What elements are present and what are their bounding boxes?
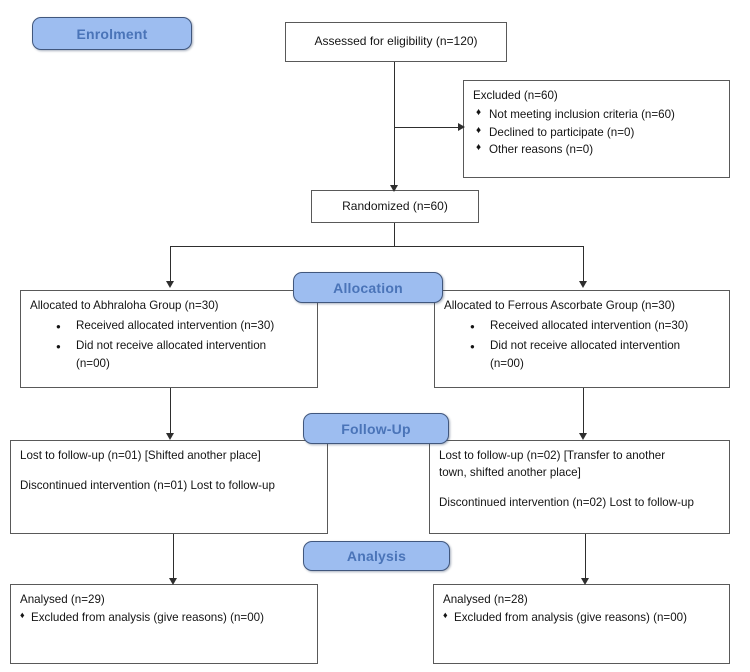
analysis-left-analysed: Analysed (n=29) — [20, 593, 105, 606]
excluded-title: Excluded (n=60) — [473, 89, 558, 102]
connector-to-excluded — [394, 127, 460, 129]
excluded-box: Excluded (n=60) Not meeting inclusion cr… — [463, 80, 730, 178]
stage-label-allocation: Allocation — [293, 272, 443, 303]
allocation-right-title: Allocated to Ferrous Ascorbate Group (n=… — [444, 299, 676, 312]
connector-followup-left — [170, 388, 172, 435]
allocation-left-item-cont: (n=00) — [76, 357, 110, 371]
arrow-followup-right — [579, 433, 587, 440]
allocation-right-item: Received allocated intervention (n=30) — [444, 318, 720, 335]
stage-label-followup: Follow-Up — [303, 413, 449, 444]
arrow-analysis-left — [169, 578, 177, 585]
arrow-allocation-right — [579, 281, 587, 288]
stage-label-followup-text: Follow-Up — [341, 420, 411, 437]
allocation-right-item-cont: (n=00) — [490, 357, 524, 371]
analysis-left-box: Analysed (n=29) Excluded from analysis (… — [10, 584, 318, 664]
arrow-to-excluded — [458, 123, 465, 131]
randomized-text: Randomized (n=60) — [342, 198, 448, 213]
allocation-right-box: Allocated to Ferrous Ascorbate Group (n=… — [434, 290, 730, 388]
stage-label-enrolment-text: Enrolment — [76, 25, 148, 42]
arrow-to-randomized — [390, 185, 398, 192]
followup-left-lost: Lost to follow-up (n=01) [Shifted anothe… — [20, 449, 261, 462]
followup-left-box: Lost to follow-up (n=01) [Shifted anothe… — [10, 440, 328, 534]
stage-label-allocation-text: Allocation — [333, 279, 403, 296]
connector-assessed-down — [394, 62, 396, 190]
followup-left-discontinued: Discontinued intervention (n=01) Lost to… — [20, 478, 275, 492]
analysis-right-analysed: Analysed (n=28) — [443, 593, 528, 606]
assessed-for-eligibility-text: Assessed for eligibility (n=120) — [314, 34, 478, 49]
excluded-reason-item: Declined to participate (n=0) — [473, 124, 720, 142]
allocation-left-box: Allocated to Abhraloha Group (n=30) Rece… — [20, 290, 318, 388]
followup-right-box: Lost to follow-up (n=02) [Transfer to an… — [429, 440, 730, 534]
stage-label-enrolment: Enrolment — [32, 17, 192, 50]
excluded-reason-item: Not meeting inclusion criteria (n=60) — [473, 106, 720, 124]
excluded-reason-item: Other reasons (n=0) — [473, 141, 720, 159]
analysis-right-box: Analysed (n=28) Excluded from analysis (… — [433, 584, 730, 664]
connector-split-left-down — [170, 246, 172, 282]
stage-label-analysis-text: Analysis — [346, 548, 407, 564]
followup-right-lost-line2: town, shifted another place] — [439, 465, 581, 479]
arrow-analysis-right — [581, 578, 589, 585]
excluded-reasons-list: Not meeting inclusion criteria (n=60) De… — [473, 106, 720, 159]
arrow-allocation-left — [166, 281, 174, 288]
stage-label-analysis: Analysis — [303, 541, 450, 571]
allocation-left-title: Allocated to Abhraloha Group (n=30) — [30, 299, 219, 312]
connector-split-right-down — [583, 246, 585, 282]
analysis-right-list: Excluded from analysis (give reasons) (n… — [443, 609, 720, 627]
followup-right-discontinued: Discontinued intervention (n=02) Lost to… — [439, 495, 694, 509]
analysis-left-list: Excluded from analysis (give reasons) (n… — [20, 609, 308, 627]
connector-analysis-left — [173, 534, 175, 580]
connector-randomized-down — [394, 223, 396, 247]
connector-followup-right — [583, 388, 585, 435]
assessed-for-eligibility-box: Assessed for eligibility (n=120) — [285, 22, 507, 62]
allocation-left-item: Received allocated intervention (n=30) — [30, 318, 308, 335]
randomized-box: Randomized (n=60) — [311, 190, 479, 223]
allocation-left-list: Received allocated intervention (n=30) D… — [30, 318, 308, 355]
analysis-left-excluded: Excluded from analysis (give reasons) (n… — [20, 609, 308, 627]
allocation-right-list: Received allocated intervention (n=30) D… — [444, 318, 720, 355]
followup-right-lost-line1: Lost to follow-up (n=02) [Transfer to an… — [439, 449, 666, 462]
allocation-right-item: Did not receive allocated intervention — [444, 338, 720, 355]
allocation-left-item: Did not receive allocated intervention — [30, 338, 308, 355]
arrow-followup-left — [166, 433, 174, 440]
connector-analysis-right — [585, 534, 587, 580]
connector-allocation-split — [170, 246, 584, 248]
analysis-right-excluded: Excluded from analysis (give reasons) (n… — [443, 609, 720, 627]
